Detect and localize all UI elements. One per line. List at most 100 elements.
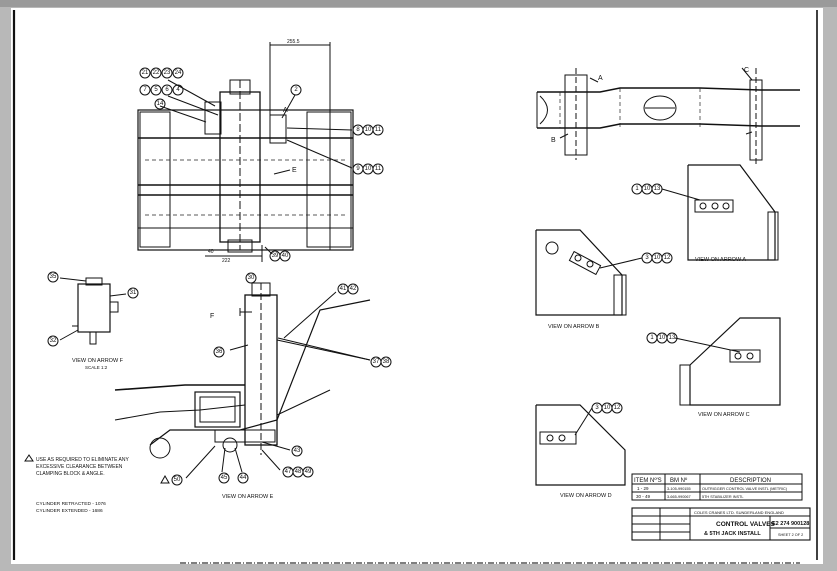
svg-text:11: 11 (375, 166, 382, 172)
svg-text:42: 42 (350, 286, 357, 292)
svg-text:3: 3 (595, 405, 599, 411)
view-arrow-b-drawing: 3 10 12 VIEW ON ARROW B (535, 229, 673, 330)
dim-bottom-a: 40 (208, 249, 214, 255)
svg-text:6: 6 (165, 87, 169, 93)
table-header-bm: BM Nº (670, 477, 688, 484)
notes-block: USE AS REQUIRED TO ELIMINATE ANY EXCESSI… (24, 454, 129, 514)
svg-text:35: 35 (50, 274, 57, 280)
callout-14: 14 (154, 98, 166, 110)
svg-text:11: 11 (375, 127, 382, 133)
callout-2: 2 (290, 84, 302, 96)
letter-e: E (292, 167, 297, 174)
svg-text:45: 45 (221, 475, 228, 481)
table-row-2-description: 5TH STABILIZER INSTL (702, 495, 744, 499)
company-name: COLES CRANES LTD. SUNDERLAND ENGLAND (694, 510, 784, 515)
title-line-1: CONTROL VALVES (716, 521, 776, 528)
callout-44: 44 (237, 472, 249, 484)
view-arrow-b-label: VIEW ON ARROW B (548, 324, 600, 330)
svg-text:39: 39 (272, 253, 279, 259)
callout-6: 6 (161, 84, 173, 96)
table-header-item: ITEM Nº'S (634, 477, 662, 484)
dim-top: 255.5 (287, 39, 300, 45)
svg-text:37: 37 (373, 359, 380, 365)
svg-text:14: 14 (157, 101, 164, 107)
table-row-2-item: 30 - 49 (636, 494, 651, 499)
callout-37-38: 37 38 (370, 356, 392, 368)
title-block: COLES CRANES LTD. SUNDERLAND ENGLAND CON… (631, 507, 811, 541)
view-arrow-e-drawing: 30 41 42 36 37 38 43 47 48 49 50 45 44 F… (114, 272, 392, 500)
callout-5: 5 (150, 84, 162, 96)
table-row-2-bm: 3-665-990067 (667, 495, 691, 499)
view-arrow-e-label: VIEW ON ARROW E (222, 494, 274, 500)
scale-note: SCALE 1:2 (85, 365, 108, 370)
svg-text:10: 10 (365, 166, 372, 172)
svg-text:36: 36 (216, 349, 223, 355)
letter-f: F (210, 313, 214, 320)
callout-3-10-12-view-d: 3 10 12 (591, 402, 623, 414)
svg-text:47: 47 (285, 469, 292, 475)
svg-text:13: 13 (669, 335, 676, 341)
svg-text:1: 1 (635, 186, 639, 192)
view-arrow-a-drawing: 1 10 13 VIEW ON ARROW A (631, 164, 779, 263)
letter-a-top-right: A (598, 75, 603, 82)
table-row-1-description: OUTRIGGER CONTROL VALVE INSTL (METRIC) (702, 487, 788, 491)
note-triangle-icon (24, 454, 34, 462)
callout-1-10-13: 1 10 13 (631, 183, 663, 195)
svg-text:10: 10 (644, 186, 651, 192)
svg-text:38: 38 (383, 359, 390, 365)
dim-bottom-b: 222 (222, 258, 231, 264)
callout-39-40: 39 40 (269, 250, 291, 262)
view-arrow-c-label: VIEW ON ARROW C (698, 412, 750, 418)
callout-30: 30 (245, 272, 257, 284)
item-table: ITEM Nº'S BM Nº DESCRIPTION 1 - 29 3-105… (631, 473, 803, 501)
svg-text:7: 7 (143, 87, 147, 93)
letter-b: B (551, 137, 556, 144)
svg-text:4: 4 (176, 87, 180, 93)
callout-7: 7 (139, 84, 151, 96)
callout-8-10-11: 8 10 11 (352, 124, 384, 136)
callout-23: 23 (161, 67, 173, 79)
plan-view-top-right: A C B (536, 67, 800, 165)
callout-32: 32 (47, 335, 59, 347)
svg-text:40: 40 (282, 253, 289, 259)
view-arrow-c-drawing: 1 10 13 VIEW ON ARROW C (646, 317, 781, 418)
svg-text:21: 21 (142, 70, 149, 76)
drawing-number: E2 274 900128 (772, 521, 809, 527)
callout-31: 31 (127, 287, 139, 299)
callout-41-42: 41 42 (337, 283, 359, 295)
callout-3-10-12: 3 10 12 (641, 252, 673, 264)
view-arrow-f-label: VIEW ON ARROW F (72, 358, 124, 364)
svg-text:31: 31 (130, 290, 137, 296)
svg-text:44: 44 (240, 475, 247, 481)
callout-9-10-11: 9 10 11 (352, 163, 384, 175)
svg-text:32: 32 (50, 338, 57, 344)
svg-text:10: 10 (659, 335, 666, 341)
svg-text:12: 12 (664, 255, 671, 261)
svg-text:12: 12 (614, 405, 621, 411)
callout-21: 21 (139, 67, 151, 79)
cylinder-retracted: CYLINDER RETRACTED - 1076 (36, 501, 106, 507)
svg-text:41: 41 (340, 286, 347, 292)
callout-47-48-49: 47 48 49 (282, 466, 314, 478)
table-row-1-bm: 3-105-990155 (667, 487, 691, 491)
callout-50: 50 (171, 474, 183, 486)
svg-text:2: 2 (294, 87, 298, 93)
svg-text:13: 13 (654, 186, 661, 192)
table-row-1-item: 1 - 29 (637, 486, 649, 491)
svg-text:5: 5 (154, 87, 158, 93)
callout-4: 4 (172, 84, 184, 96)
svg-text:24: 24 (175, 70, 182, 76)
note-line-1: USE AS REQUIRED TO ELIMINATE ANY (36, 457, 129, 463)
svg-text:50: 50 (174, 477, 181, 483)
callout-35: 35 (47, 271, 59, 283)
svg-text:9: 9 (356, 166, 360, 172)
view-arrow-d-drawing: 3 10 12 VIEW ON ARROW D (535, 402, 626, 499)
letter-a-top-left: A (283, 107, 288, 114)
view-arrow-f-drawing: 35 31 32 VIEW ON ARROW F SCALE 1:2 (47, 271, 139, 370)
view-arrow-a-label: VIEW ON ARROW A (695, 257, 746, 263)
cylinder-extended: CYLINDER EXTENDED - 1686 (36, 508, 103, 514)
callout-1-10-13-view-c: 1 10 13 (646, 332, 678, 344)
svg-text:48: 48 (295, 469, 302, 475)
note-line-3: CLAMPING BLOCK & ANGLE. (36, 471, 105, 477)
title-line-2: & 5TH JACK INSTALL (704, 531, 761, 537)
